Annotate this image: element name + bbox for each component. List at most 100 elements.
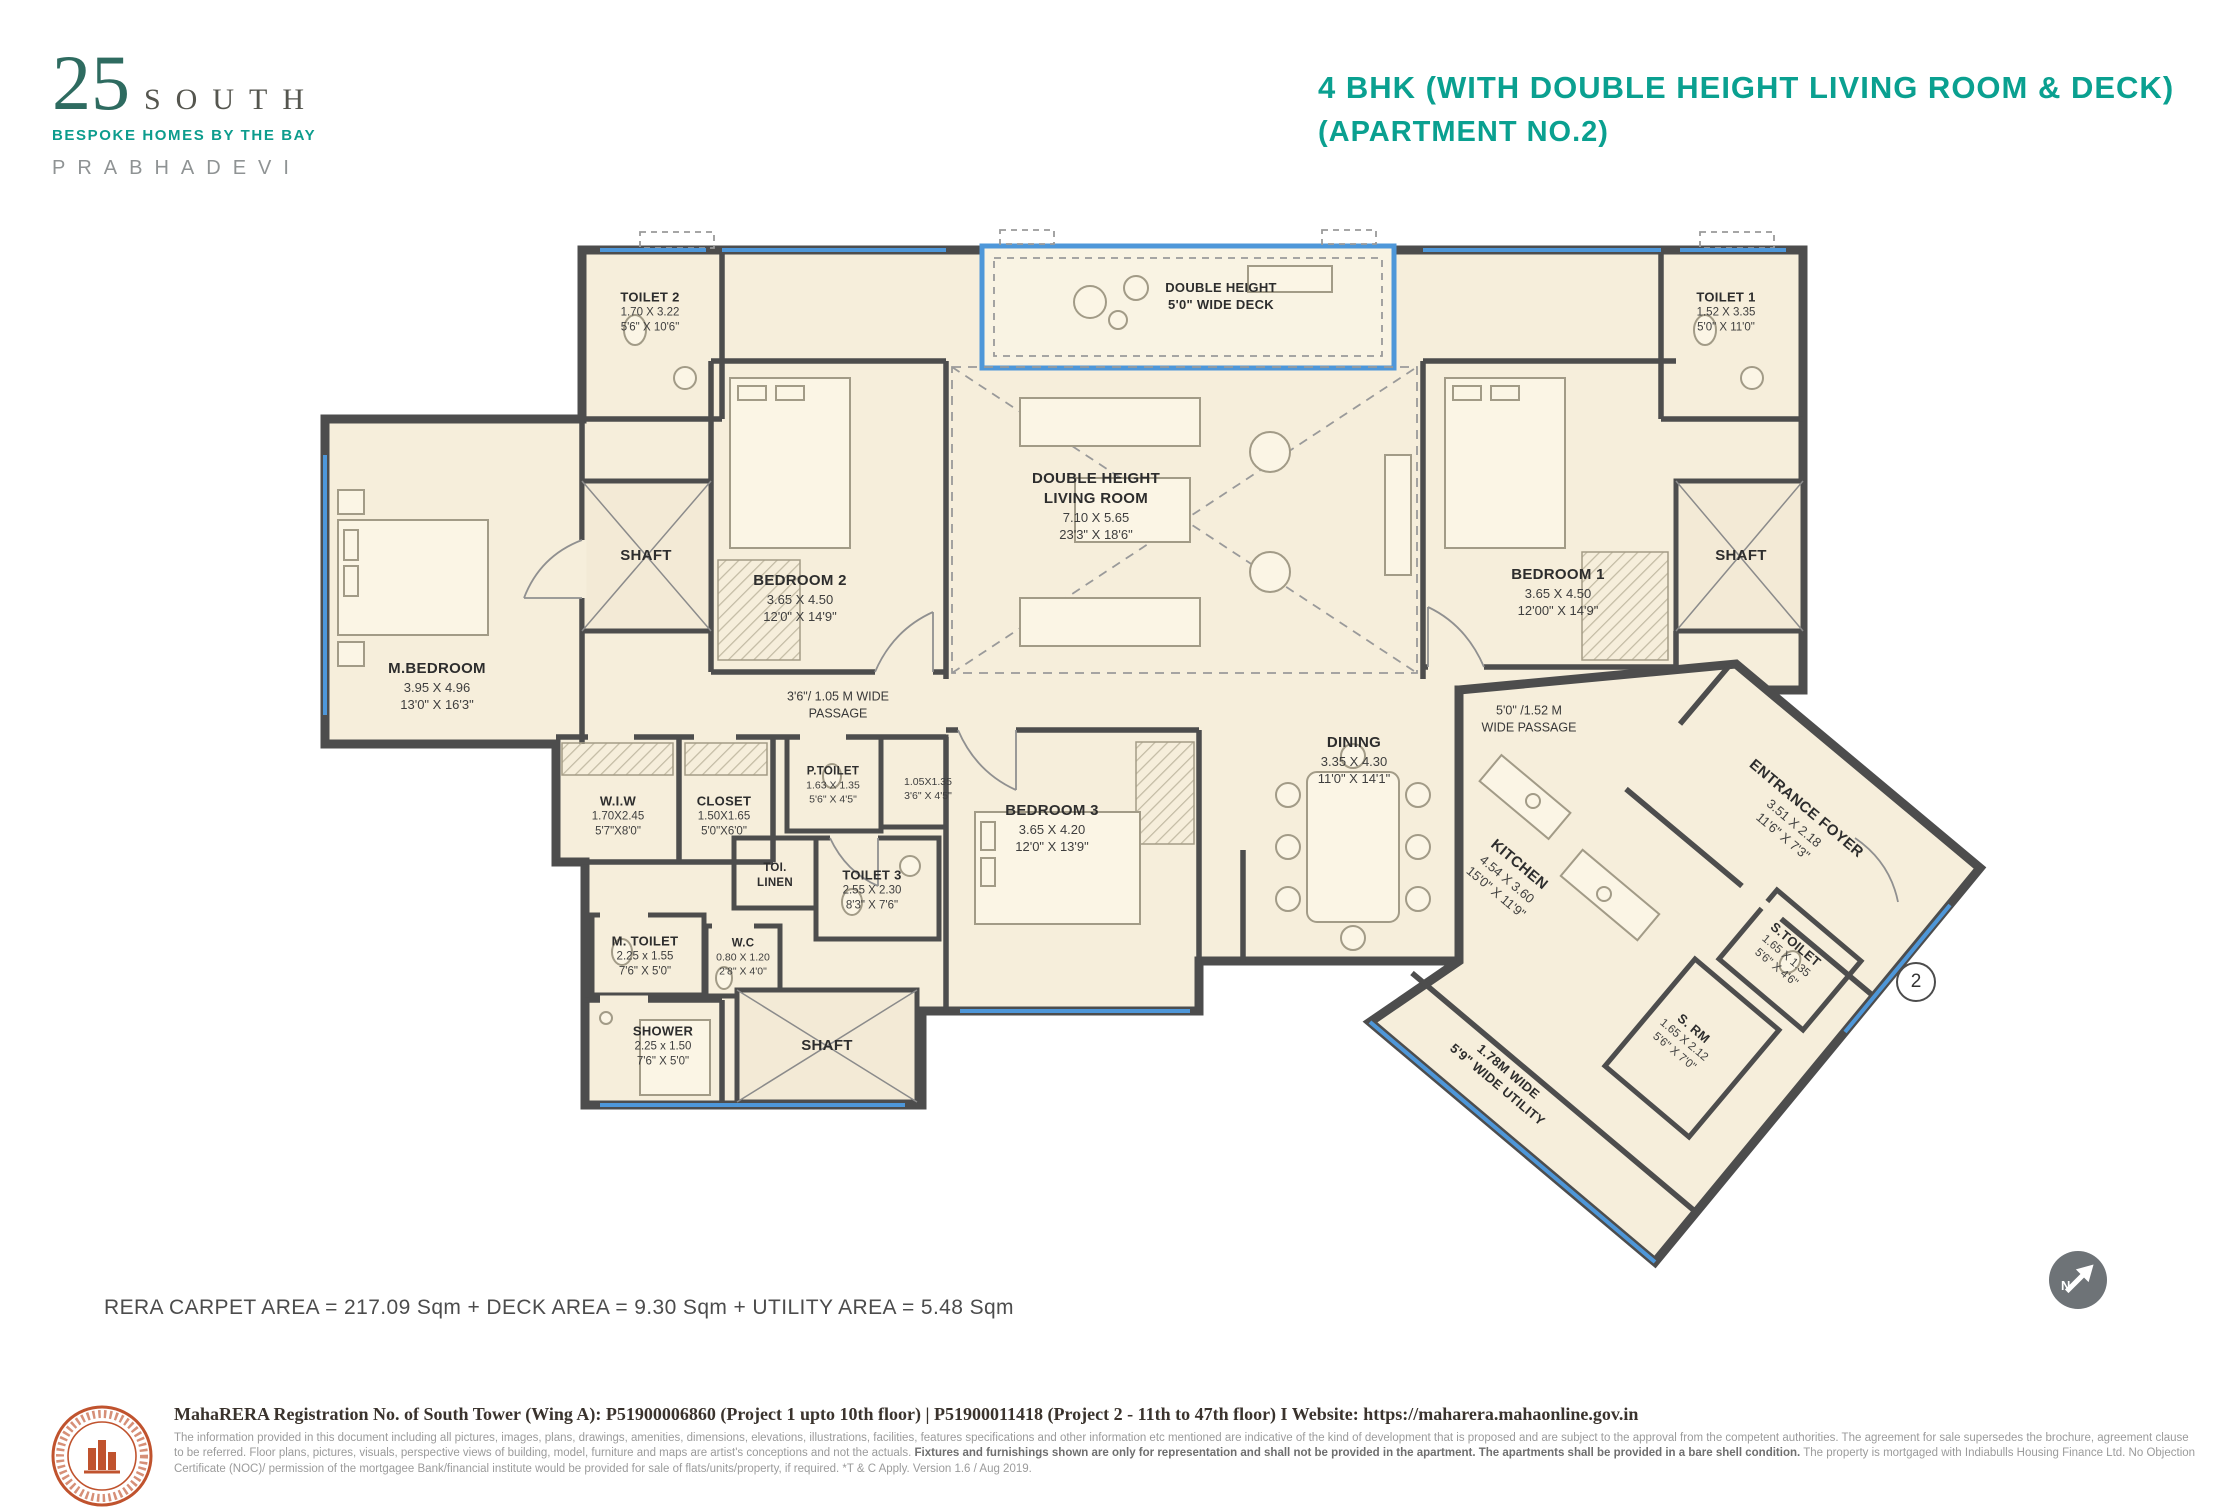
north-arrow-icon xyxy=(2049,1251,2107,1309)
room-dim-m: 1.70X2.45 xyxy=(591,810,645,823)
room-dim-m: 3.95 X 4.96 xyxy=(403,679,471,695)
passage-line2: PASSAGE xyxy=(808,706,868,720)
room-label-toilet-1: TOILET 1 1.52 X 3.35 5'0" X 11'0" xyxy=(1696,288,1755,336)
room-dim-m: 1.05X1.35 xyxy=(904,776,952,789)
north-indicator: N xyxy=(2048,1250,2108,1310)
maharera-seal-icon xyxy=(50,1404,154,1512)
page-title-line1: 4 BHK (WITH DOUBLE HEIGHT LIVING ROOM & … xyxy=(1318,70,2175,105)
room-label-wc: W.C 0.80 X 1.20 2'8" X 4'0" xyxy=(716,937,770,980)
room-label-deck: DOUBLE HEIGHT 5'0" WIDE DECK xyxy=(1165,279,1277,313)
room-label-bedroom-3: BEDROOM 3 3.65 X 4.20 12'0" X 13'9" xyxy=(1005,801,1099,855)
disclaimer-part-3: The property is mortgaged with Indiabull… xyxy=(174,1447,2196,1475)
room-label-shaft-right: SHAFT xyxy=(1715,546,1767,566)
room-name: SHAFT xyxy=(801,1037,853,1055)
footer-text: MahaRERA Registration No. of South Tower… xyxy=(174,1404,2196,1512)
room-dim-m: 7.10 X 5.65 xyxy=(1062,509,1130,525)
room-dim-ft: 12'00" X 14'9" xyxy=(1517,602,1599,618)
room-label-living-room: DOUBLE HEIGHT LIVING ROOM 7.10 X 5.65 23… xyxy=(1032,469,1160,543)
room-name: TOILET 1 xyxy=(1696,289,1756,305)
toi-linen-line1: TOI. xyxy=(763,861,787,874)
room-dim-m: 3.65 X 4.50 xyxy=(766,591,834,607)
room-label-bedroom-1: BEDROOM 1 3.65 X 4.50 12'00" X 14'9" xyxy=(1511,565,1605,619)
room-dim-ft: 5'0"X6'0" xyxy=(701,825,747,838)
room-dim-m: 1.50X1.65 xyxy=(697,810,751,823)
brand-location: PRABHADEVI xyxy=(52,157,301,180)
room-dim-ft: 5'6" X 10'6" xyxy=(620,321,680,334)
room-name: TOILET 2 xyxy=(620,289,680,305)
room-name: CLOSET xyxy=(696,793,752,809)
room-dim-ft: 7'6" X 5'0" xyxy=(618,965,672,978)
room-name: SHOWER xyxy=(632,1023,694,1039)
brand-logo-row: 25 SOUTH xyxy=(52,43,320,121)
apartment-number-badge: 2 xyxy=(1896,962,1936,1002)
disclaimer-part-2-bold: Fixtures and furnishings shown are only … xyxy=(914,1447,1743,1460)
room-label-toilet-2: TOILET 2 1.70 X 3.22 5'6" X 10'6" xyxy=(620,288,679,336)
toi-linen-line2: LINEN xyxy=(757,877,793,889)
passage-line1: 5'0" /1.52 M xyxy=(1496,703,1562,718)
brand-tagline: BESPOKE HOMES BY THE BAY xyxy=(52,127,317,145)
disclaimer-part-3-bold: condition. xyxy=(1745,1447,1801,1460)
footer-disclaimer: The information provided in this documen… xyxy=(174,1431,2196,1477)
room-dim-ft: 12'0" X 13'9" xyxy=(1015,838,1089,854)
room-dim-m: 1.70 X 3.22 xyxy=(620,306,680,319)
deck-line2: 5'0" WIDE DECK xyxy=(1168,297,1274,312)
room-dim-m: 3.65 X 4.50 xyxy=(1524,585,1592,601)
disclaimer-part-2: sale supersedes the brochure, agreement … xyxy=(174,1432,2189,1460)
room-label-m-toilet: M. TOILET 2.25 x 1.55 7'6" X 5'0" xyxy=(612,932,679,980)
room-label-dining: DINING 3.35 X 4.30 11'0" X 14'1" xyxy=(1318,733,1391,787)
room-name: SHAFT xyxy=(1715,547,1767,565)
label-passage-2: 5'0" /1.52 M WIDE PASSAGE xyxy=(1482,703,1577,736)
room-dim-m: 2.25 x 1.50 xyxy=(634,1040,692,1053)
room-dim-ft: 5'6" X 4'5" xyxy=(809,793,857,806)
room-dim-ft: 5'0" X 11'0" xyxy=(1697,321,1755,334)
room-label-shower: SHOWER 2.25 x 1.50 7'6" X 5'0" xyxy=(633,1022,693,1070)
deck-line1: DOUBLE HEIGHT xyxy=(1165,279,1277,295)
room-dim-m: 3.65 X 4.20 xyxy=(1018,821,1086,837)
room-dim-ft: 11'0" X 14'1" xyxy=(1317,770,1391,786)
page-title: 4 BHK (WITH DOUBLE HEIGHT LIVING ROOM & … xyxy=(1318,70,2174,149)
room-dim-m: 3.35 X 4.30 xyxy=(1320,753,1388,769)
living-line1: DOUBLE HEIGHT xyxy=(1031,470,1161,488)
room-dim-ft: 3'6" X 4'5" xyxy=(904,790,952,802)
room-name: BEDROOM 2 xyxy=(753,571,847,589)
room-dim-m: 1.52 X 3.35 xyxy=(1696,306,1756,319)
room-dim-ft: 13'0" X 16'3" xyxy=(400,696,474,712)
room-name: BEDROOM 3 xyxy=(1005,801,1099,819)
room-dim-m: 1.63 X 1.35 xyxy=(806,779,860,792)
room-dim-ft: 7'6" X 5'0" xyxy=(636,1055,690,1068)
room-dim-ft: 12'0" X 14'9" xyxy=(763,608,837,624)
room-label-bedroom-2: BEDROOM 2 3.65 X 4.50 12'0" X 14'9" xyxy=(753,571,847,625)
room-label-toilet-3: TOILET 3 2.55 X 2.30 8'3" X 7'6" xyxy=(842,866,901,914)
room-label-shaft-bottom: SHAFT xyxy=(801,1036,853,1056)
room-name: M.BEDROOM xyxy=(388,659,486,677)
room-name: P.TOILET xyxy=(806,765,860,778)
page-title-line2: (APARTMENT NO.2) xyxy=(1318,116,1609,148)
room-label-master-bedroom: M.BEDROOM 3.95 X 4.96 13'0" X 16'3" xyxy=(388,659,486,713)
room-dim-m: 0.80 X 1.20 xyxy=(716,951,770,964)
footer: MahaRERA Registration No. of South Tower… xyxy=(50,1404,2196,1512)
brand-name: SOUTH xyxy=(144,83,320,116)
apartment-number: 2 xyxy=(1910,971,1922,992)
room-label-store: 1.05X1.35 3'6" X 4'5" xyxy=(904,776,952,804)
room-label-shaft-left: SHAFT xyxy=(620,546,672,566)
room-dim-ft: 23'3" X 18'6" xyxy=(1059,526,1133,542)
brand-logo: 25 SOUTH BESPOKE HOMES BY THE BAY PRABHA… xyxy=(52,43,320,180)
room-label-closet: CLOSET 1.50X1.65 5'0"X6'0" xyxy=(697,792,752,840)
room-name: DINING xyxy=(1326,733,1382,751)
room-label-p-toilet: P.TOILET 1.63 X 1.35 5'6" X 4'5" xyxy=(806,765,860,808)
room-dim-ft: 2'8" X 4'0" xyxy=(719,965,767,978)
room-dim-m: 2.25 x 1.55 xyxy=(616,950,674,963)
area-summary: RERA CARPET AREA = 217.09 Sqm + DECK ARE… xyxy=(104,1296,1014,1319)
room-dim-ft: 8'3" X 7'6" xyxy=(845,899,899,912)
passage-line2: WIDE PASSAGE xyxy=(1481,720,1577,734)
label-passage-1: 3'6"/ 1.05 M WIDE PASSAGE xyxy=(787,689,889,722)
room-label-toi-linen: TOI. LINEN xyxy=(757,861,793,891)
north-label: N xyxy=(2061,1278,2071,1293)
maharera-registration-line: MahaRERA Registration No. of South Tower… xyxy=(174,1404,1639,1424)
room-label-wiw: W.I.W 1.70X2.45 5'7"X8'0" xyxy=(592,792,644,840)
passage-line1: 3'6"/ 1.05 M WIDE xyxy=(787,689,889,704)
disclaimer-part-1: The information provided in this documen… xyxy=(174,1432,1937,1444)
room-name: SHAFT xyxy=(620,547,672,565)
